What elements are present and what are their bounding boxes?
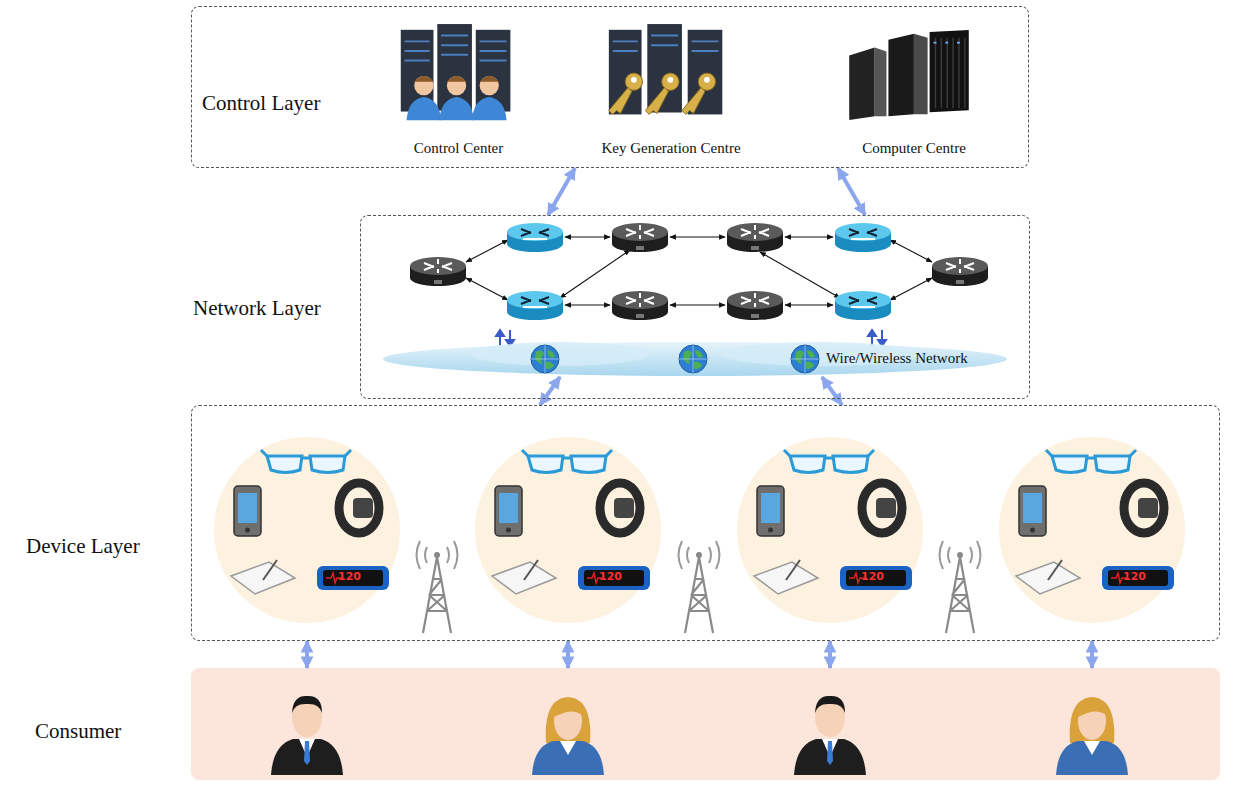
layer-label: Device Layer: [26, 534, 140, 558]
server-label-box: Computer Centre: [844, 21, 984, 161]
layer-link-arrow: [305, 641, 309, 668]
device-group: [737, 437, 923, 623]
router-icon: [612, 291, 668, 320]
monitor-reading: 120: [599, 570, 622, 583]
monitor-reading: 120: [338, 570, 361, 583]
network-cloud-box: Wire/Wireless Network: [386, 343, 1010, 377]
router-icon: [932, 257, 988, 286]
router-icon: [612, 223, 668, 252]
node-label: Control Center: [414, 140, 504, 156]
router-icon: [727, 223, 783, 252]
layer-link-arrow: [566, 641, 570, 668]
consumer-person: [794, 696, 866, 775]
text-holder: 120: [861, 566, 884, 584]
text-holder: Consumer: [35, 719, 121, 744]
supercomputer-icon: [849, 30, 969, 120]
consumer-person: [532, 697, 604, 775]
consumer-band-box: Consumer: [191, 668, 1220, 780]
globe-icon: [679, 345, 707, 373]
text-holder: Network Layer: [193, 296, 321, 321]
text-holder: Control Layer: [202, 91, 320, 116]
network-cloud: [383, 342, 1007, 376]
node-label: Computer Centre: [862, 140, 966, 156]
text-holder: Control Center: [414, 139, 504, 157]
layer-label: Control Layer: [202, 91, 320, 115]
layer-panel: Wire/Wireless NetworkNetwork Layer: [360, 215, 1030, 399]
layer-link-arrow: [822, 377, 842, 405]
router-icon: [727, 291, 783, 320]
layer-link-arrow: [548, 168, 575, 215]
key-generation-icon: [609, 24, 722, 114]
text-holder: 120: [1123, 566, 1146, 584]
text-holder: Wire/Wireless Network: [826, 349, 968, 367]
router-icon: [835, 223, 891, 252]
text-holder: Device Layer: [26, 534, 140, 559]
consumer-person: [1056, 697, 1128, 775]
node-label: Wire/Wireless Network: [826, 350, 968, 366]
layer-label: Consumer: [35, 719, 121, 743]
router-icon: [410, 257, 466, 286]
cell-tower: [940, 541, 981, 633]
server-label-box: Key Generation Centre: [591, 21, 751, 161]
text-holder: Computer Centre: [862, 139, 966, 157]
layer-link-arrow: [540, 377, 560, 405]
server-label-box: Control Center: [396, 21, 521, 161]
layer-panel: Device Layer: [191, 405, 1220, 641]
globe-icon: [791, 345, 819, 373]
layer-link-arrow: [1090, 641, 1094, 668]
consumer-band: [191, 668, 1220, 780]
layer-link-arrow: [838, 168, 865, 215]
text-holder: Key Generation Centre: [601, 139, 740, 157]
monitor-reading: 120: [861, 570, 884, 583]
control-center-icon: [401, 24, 511, 120]
device-group: [999, 437, 1185, 623]
layer-label: Network Layer: [193, 296, 321, 320]
cell-tower: [417, 541, 458, 633]
cloud-puff: [470, 342, 650, 366]
layer-panel: Control Center Key Generation Centre Compu…: [191, 6, 1029, 168]
text-holder: 120: [599, 566, 622, 584]
device-group: [214, 437, 400, 623]
text-holder: 120: [338, 566, 361, 584]
cell-tower: [679, 541, 720, 633]
monitor-reading: 120: [1123, 570, 1146, 583]
consumer-person: [271, 696, 343, 775]
node-label: Key Generation Centre: [601, 140, 740, 156]
globe-icon: [531, 345, 559, 373]
layer-link-arrow: [828, 641, 832, 668]
router-icon: [507, 223, 563, 252]
device-group: [475, 437, 661, 623]
router-icon: [507, 291, 563, 320]
router-icon: [835, 291, 891, 320]
